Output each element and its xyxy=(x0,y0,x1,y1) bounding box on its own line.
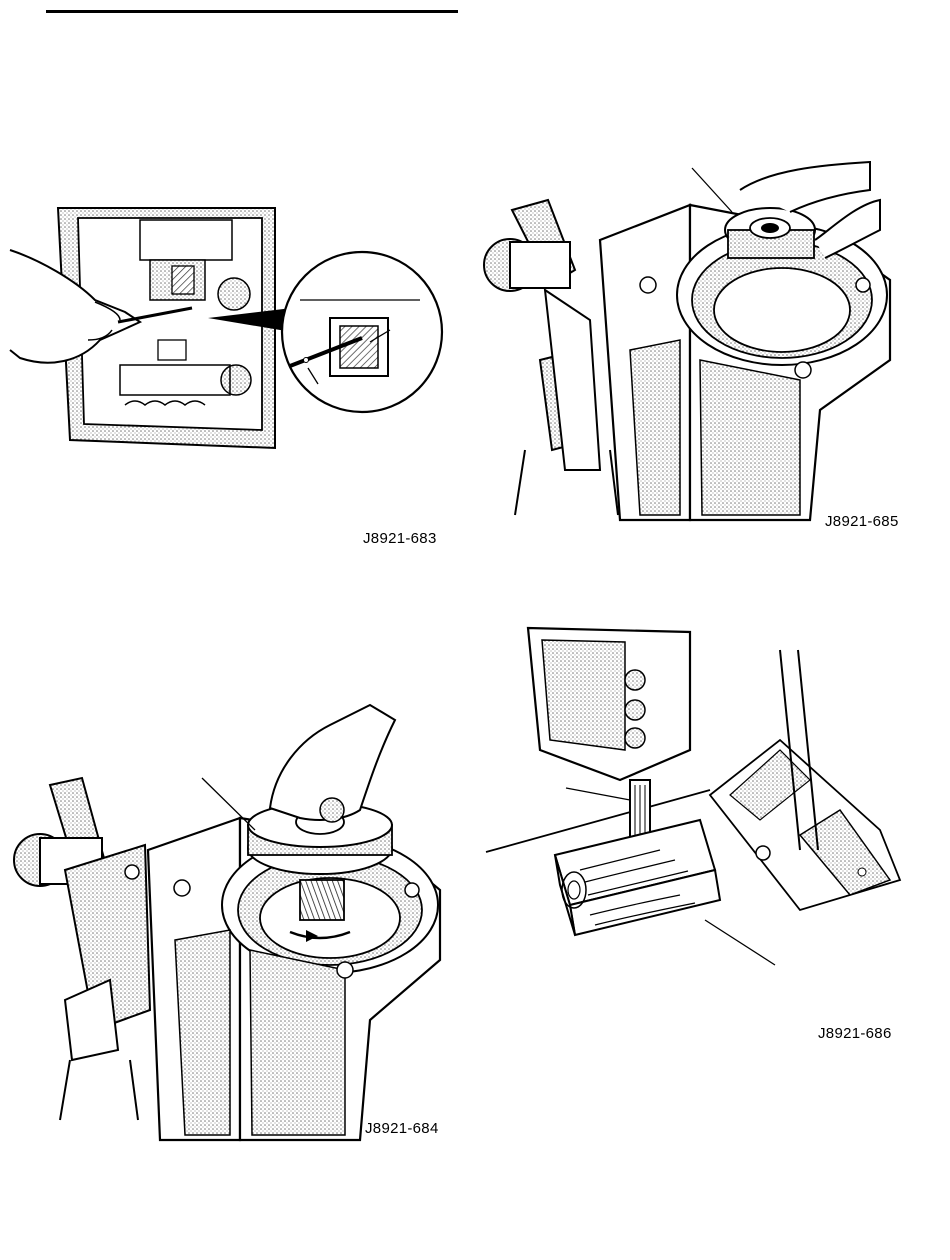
figure-685-illustration xyxy=(470,150,930,540)
figure-684-illustration xyxy=(0,700,460,1150)
figure-684-caption: J8921-684 xyxy=(365,1120,439,1137)
figure-685-caption: J8921-685 xyxy=(825,513,899,530)
figure-686-illustration xyxy=(480,620,930,1050)
figure-686: J8921-686 xyxy=(480,620,930,1050)
figure-686-caption: J8921-686 xyxy=(818,1025,892,1042)
figure-683-caption: J8921-683 xyxy=(363,530,437,547)
figure-683: J8921-683 xyxy=(0,190,460,560)
figure-685: J8921-685 xyxy=(470,150,930,540)
figure-683-illustration xyxy=(0,190,460,560)
header-rule xyxy=(46,10,458,13)
figure-684: J8921-684 xyxy=(0,700,460,1150)
